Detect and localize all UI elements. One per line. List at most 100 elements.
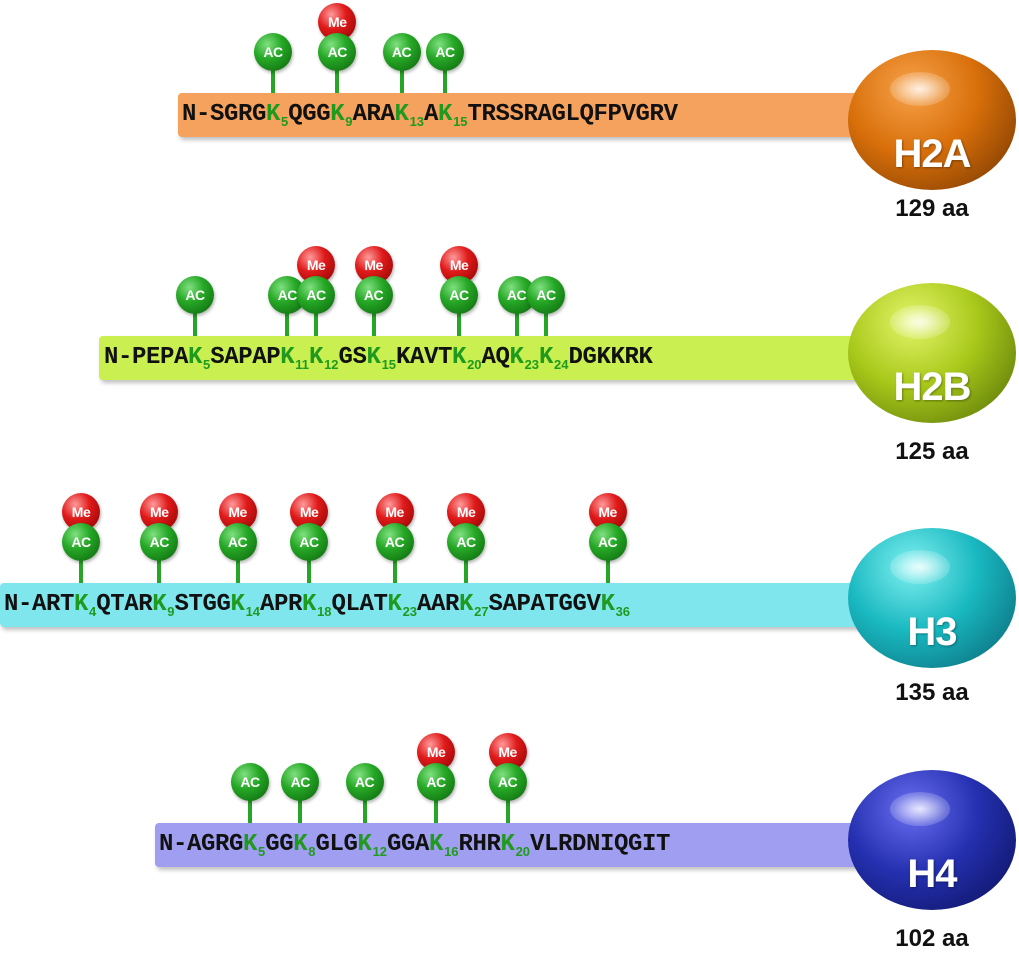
histone-name: H4 [907, 852, 957, 896]
sequence-segment: ARA [352, 101, 395, 128]
modification-stem [464, 559, 469, 583]
residue-number: 5 [258, 844, 266, 859]
modification-stem [314, 312, 319, 336]
residue-number: 12 [372, 844, 388, 859]
lysine-residue: K [539, 344, 554, 371]
modification-stem [157, 559, 162, 583]
sequence-text: N-AGRGK5GGK8GLGK12GGAK16RHRK20VLRDNIQGIT [159, 823, 670, 867]
acetylation-mark: AC [447, 523, 486, 561]
sequence-segment: N-SGRG [182, 101, 267, 128]
lysine-residue: K [500, 831, 515, 858]
residue-number: 15 [453, 114, 468, 129]
sequence-segment: SAPAP [210, 344, 281, 371]
residue-number: 4 [89, 604, 97, 619]
lysine-residue: K [600, 591, 615, 618]
modification-stem [457, 312, 462, 336]
histone-h2b: N-PEPAK5SAPAPK11K12GSK15KAVTK20AQK23K24D… [0, 240, 1019, 480]
modification-stem [434, 799, 439, 823]
histone-name: H3 [907, 610, 957, 654]
tail-bar [155, 823, 860, 867]
sequence-segment: A [424, 101, 439, 128]
sequence-segment: SAPATGGV [488, 591, 601, 618]
residue-number: 23 [402, 604, 418, 619]
tail-bar [0, 583, 862, 627]
sequence-text: N-ARTK4QTARK9STGGK14APRK18QLATK23AARK27S… [4, 583, 630, 627]
acetylation-mark: AC [318, 33, 357, 71]
acetylation-mark: AC [281, 763, 320, 801]
modification-stem [544, 312, 549, 336]
acetylation-mark: AC [375, 523, 414, 561]
lysine-residue: K [280, 344, 295, 371]
length-label: 135 aa [895, 679, 969, 706]
globe-highlight [890, 305, 950, 339]
acetylation-mark: AC [345, 763, 384, 801]
residue-number: 12 [324, 357, 339, 372]
sequence-segment: N-PEPA [104, 344, 189, 371]
sequence-segment: VLRDNIQGIT [530, 831, 671, 858]
lysine-residue: K [357, 831, 372, 858]
lysine-residue: K [452, 344, 467, 371]
tail-bar [99, 336, 861, 380]
length-label: 125 aa [895, 438, 969, 465]
acetylation-mark: AC [297, 276, 336, 314]
acetylation-mark: AC [140, 523, 179, 561]
residue-number: 18 [317, 604, 332, 619]
residue-number: 5 [203, 357, 211, 372]
residue-number: 23 [524, 357, 540, 372]
sequence-segment: QGG [288, 101, 331, 128]
globe-highlight [890, 792, 950, 826]
lysine-residue: K [330, 101, 345, 128]
residue-number: 20 [515, 844, 531, 859]
globular-domain: H2B [848, 283, 1016, 423]
tail-bar [178, 93, 860, 137]
sequence-segment: GLG [315, 831, 358, 858]
methylation-mark: Me [297, 246, 336, 284]
residue-number: 27 [474, 604, 489, 619]
residue-number: 15 [381, 357, 397, 372]
acetylation-mark: AC [382, 33, 421, 71]
residue-number: 36 [615, 604, 631, 619]
residue-number: 20 [467, 357, 482, 372]
acetylation-mark: AC [588, 523, 627, 561]
sequence-segment: QTAR [96, 591, 153, 618]
residue-number: 16 [444, 844, 459, 859]
modification-stem [514, 312, 519, 336]
residue-number: 9 [345, 114, 353, 129]
modification-stem [371, 312, 376, 336]
acetylation-mark: AC [254, 33, 293, 71]
lysine-residue: K [188, 344, 203, 371]
acetylation-mark: AC [62, 523, 101, 561]
modification-stem [79, 559, 84, 583]
acetylation-mark: AC [426, 33, 465, 71]
lysine-residue: K [394, 101, 409, 128]
sequence-segment: APR [260, 591, 303, 618]
methylation-mark: Me [140, 493, 179, 531]
lysine-residue: K [266, 101, 281, 128]
sequence-segment: QLAT [331, 591, 388, 618]
residue-number: 13 [409, 114, 425, 129]
sequence-segment: N-ART [4, 591, 75, 618]
lysine-residue: K [293, 831, 308, 858]
modification-stem [285, 312, 290, 336]
acetylation-mark: AC [354, 276, 393, 314]
lysine-residue: K [509, 344, 524, 371]
acetylation-mark: AC [440, 276, 479, 314]
modification-stem [248, 799, 253, 823]
residue-number: 8 [308, 844, 316, 859]
modification-stem [193, 312, 198, 336]
lysine-residue: K [152, 591, 167, 618]
modification-stem [505, 799, 510, 823]
histone-h3: N-ARTK4QTARK9STGGK14APRK18QLATK23AARK27S… [0, 480, 1019, 720]
residue-number: 5 [281, 114, 289, 129]
residue-number: 24 [554, 357, 569, 372]
modification-stem [362, 799, 367, 823]
methylation-mark: Me [354, 246, 393, 284]
lysine-residue: K [243, 831, 258, 858]
globe-highlight [890, 550, 950, 584]
length-label: 129 aa [895, 195, 969, 222]
lysine-residue: K [74, 591, 89, 618]
acetylation-mark: AC [488, 763, 527, 801]
modification-stem [271, 69, 276, 93]
lysine-residue: K [302, 591, 317, 618]
